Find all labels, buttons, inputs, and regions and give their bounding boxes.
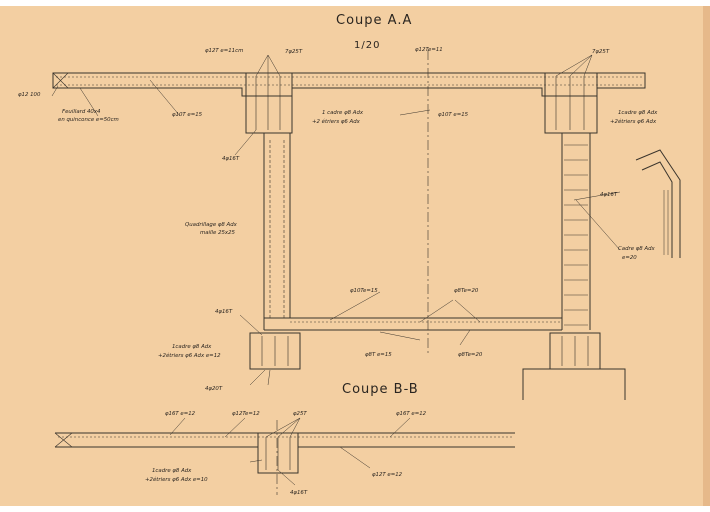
label-b-right-spacing: φ16T e=12 bbox=[396, 411, 427, 417]
label-lower-cadre-2: +2étriers φ6 Adx e=12 bbox=[158, 352, 221, 359]
label-b-left-spacing: φ16T e=12 bbox=[165, 411, 196, 417]
left-wall bbox=[263, 133, 291, 330]
label-feuillard-1: Feuillard 40x4 bbox=[62, 109, 101, 115]
section-b-beam-rebar bbox=[265, 437, 291, 470]
label-b-stirrups-1: 1cadre φ8 Adx bbox=[152, 468, 192, 474]
leader-lines-a bbox=[51, 54, 621, 386]
section-b-title: Coupe B-B bbox=[342, 382, 419, 397]
label-mesh-2: maille 25x25 bbox=[200, 230, 236, 236]
corner-detail bbox=[635, 149, 681, 258]
section-a-title: Coupe A.A bbox=[336, 13, 412, 28]
label-left-top-bars: 7φ25T bbox=[285, 49, 303, 55]
section-b-drawing: Coupe B-B φ16T e=12 φ12Te=12 φ25T φ16T e… bbox=[54, 382, 515, 496]
left-top-beam bbox=[245, 72, 293, 134]
label-b-stirrups-2: +2étriers φ6 Adx e=10 bbox=[145, 476, 208, 483]
section-a-scale: 1/20 bbox=[354, 40, 380, 51]
label-cadre-1: Cadre φ8 Adx bbox=[618, 246, 656, 252]
bottom-slab bbox=[264, 317, 562, 331]
label-base-4phi20: 4φ20T bbox=[205, 386, 223, 392]
label-lower-left-4phi16: 4φ16T bbox=[215, 309, 233, 315]
label-stirrups-1: 1 cadre φ8 Adx bbox=[322, 110, 364, 116]
label-feuillard-2: en quinconce e=50cm bbox=[58, 117, 119, 123]
right-wall bbox=[561, 133, 591, 330]
left-bottom-beam-rebar bbox=[261, 336, 289, 366]
label-bottom-phi10: φ10Te=15 bbox=[350, 288, 378, 294]
right-bottom-beam-rebar bbox=[561, 336, 589, 366]
label-cadre-2: e=20 bbox=[622, 255, 637, 261]
label-stirrups-2: +2 étriers φ6 Adx bbox=[312, 118, 361, 125]
label-b-bars: φ25T bbox=[293, 411, 307, 417]
left-bottom-beam bbox=[249, 332, 301, 370]
leader-lines-b bbox=[169, 417, 411, 486]
label-b-mid-spacing: φ12Te=12 bbox=[232, 411, 260, 417]
label-left-phi10: φ10T e=15 bbox=[172, 112, 203, 118]
label-right-stirrups-2: +2étriers φ6 Adx bbox=[610, 118, 657, 125]
label-b-bottom-spacing: φ12T e=12 bbox=[372, 472, 403, 478]
section-a-drawing: Coupe A.A 1/20 bbox=[18, 13, 681, 400]
section-b-end-cross bbox=[54, 432, 73, 448]
label-left-edge: φ12 100 bbox=[18, 92, 41, 98]
label-bottom-phi8: φ8Te=20 bbox=[454, 288, 479, 294]
paper-edge bbox=[703, 6, 710, 506]
label-right-4phi16: 4φ16T bbox=[600, 192, 618, 198]
label-right-phi8-20: φ8Te=20 bbox=[458, 352, 483, 358]
right-wall-ladder bbox=[564, 144, 588, 326]
label-left-4phi16: 4φ16T bbox=[222, 156, 240, 162]
label-center-phi10: φ10T e=15 bbox=[438, 112, 469, 118]
section-b-beam bbox=[257, 432, 299, 474]
right-footing bbox=[522, 368, 626, 400]
label-mesh-1: Quadrillage φ8 Adx bbox=[185, 222, 238, 228]
corner-detail-rebar bbox=[663, 190, 669, 255]
top-slab bbox=[52, 72, 646, 97]
label-bottom-phi8-15: φ8T e=15 bbox=[365, 352, 392, 358]
label-right-stirrups-1: 1cadre φ8 Adx bbox=[618, 110, 658, 116]
paper-background bbox=[0, 6, 706, 506]
label-b-base-bars: 4φ16T bbox=[290, 490, 308, 496]
slab-end-cross bbox=[52, 72, 69, 89]
right-top-beam bbox=[544, 72, 598, 134]
label-top-spacing: φ12T e=11cm bbox=[205, 48, 243, 54]
label-right-top-bars: 7φ25T bbox=[592, 49, 610, 55]
label-center-top: φ12Te=11 bbox=[415, 47, 443, 53]
label-lower-cadre-1: 1cadre φ8 Adx bbox=[172, 344, 212, 350]
